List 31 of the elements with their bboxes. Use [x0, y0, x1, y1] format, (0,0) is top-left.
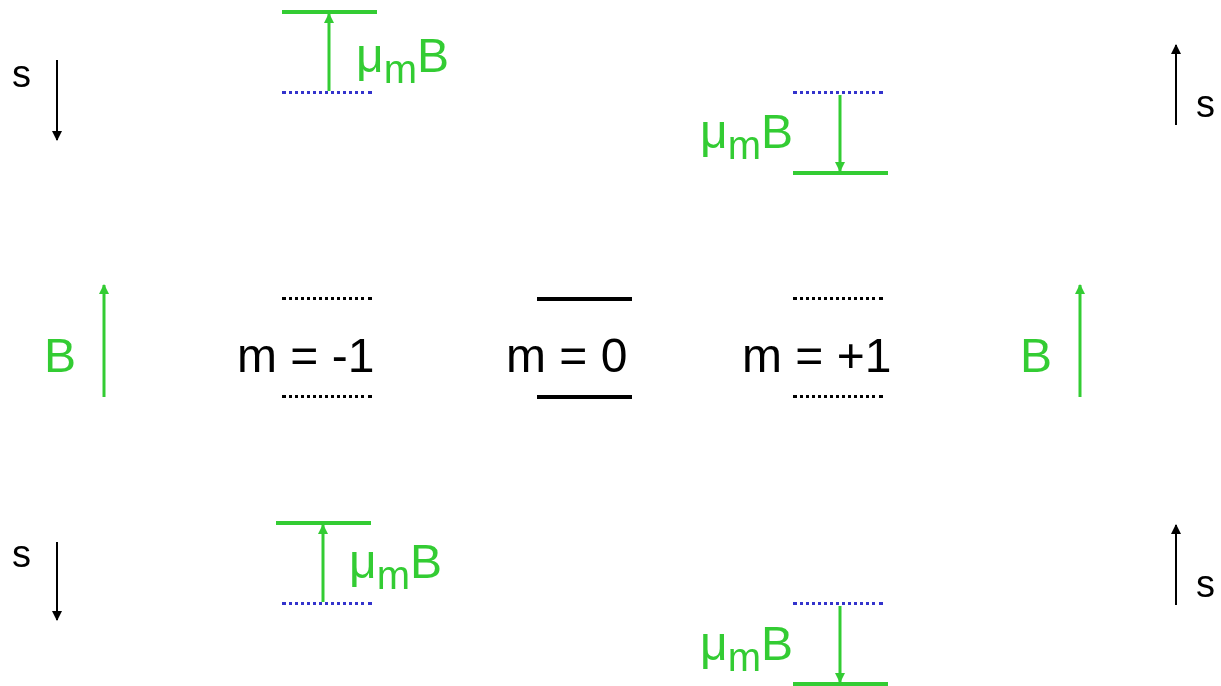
field-label: B — [44, 332, 76, 380]
edge-label: μ$_{m}$B — [700, 620, 793, 677]
edge-label: μ$_{m}$B — [356, 32, 449, 89]
arrow — [318, 524, 328, 602]
unperturbed-level-line — [282, 395, 372, 399]
energy-level-line — [537, 395, 632, 399]
energy-level-line — [793, 682, 888, 686]
unperturbed-level-line — [282, 297, 372, 301]
energy-level-line — [282, 10, 377, 14]
spin-label: s — [12, 55, 31, 93]
arrow — [835, 95, 845, 172]
edge-label: μ$_{m}$B — [349, 538, 442, 595]
quantum-number-label: m = +1 — [742, 332, 892, 380]
unperturbed-level-line — [793, 297, 883, 301]
field-label: B — [1020, 332, 1052, 380]
unperturbed-level-line — [282, 91, 372, 95]
unperturbed-level-line — [282, 602, 372, 606]
spin-label: s — [1196, 85, 1215, 123]
energy-level-line — [793, 171, 888, 175]
unperturbed-level-line — [793, 602, 883, 606]
edge-label: μ$_{m}$B — [700, 108, 793, 165]
energy-level-line — [276, 521, 371, 525]
quantum-number-label: m = 0 — [506, 332, 628, 380]
arrow — [835, 606, 845, 683]
quantum-number-label: m = -1 — [237, 332, 375, 380]
energy-level-line — [537, 297, 632, 301]
arrow — [324, 13, 334, 91]
spin-label: s — [1196, 565, 1215, 603]
unperturbed-level-line — [793, 91, 883, 95]
spin-label: s — [12, 535, 31, 573]
unperturbed-level-line — [793, 395, 883, 399]
